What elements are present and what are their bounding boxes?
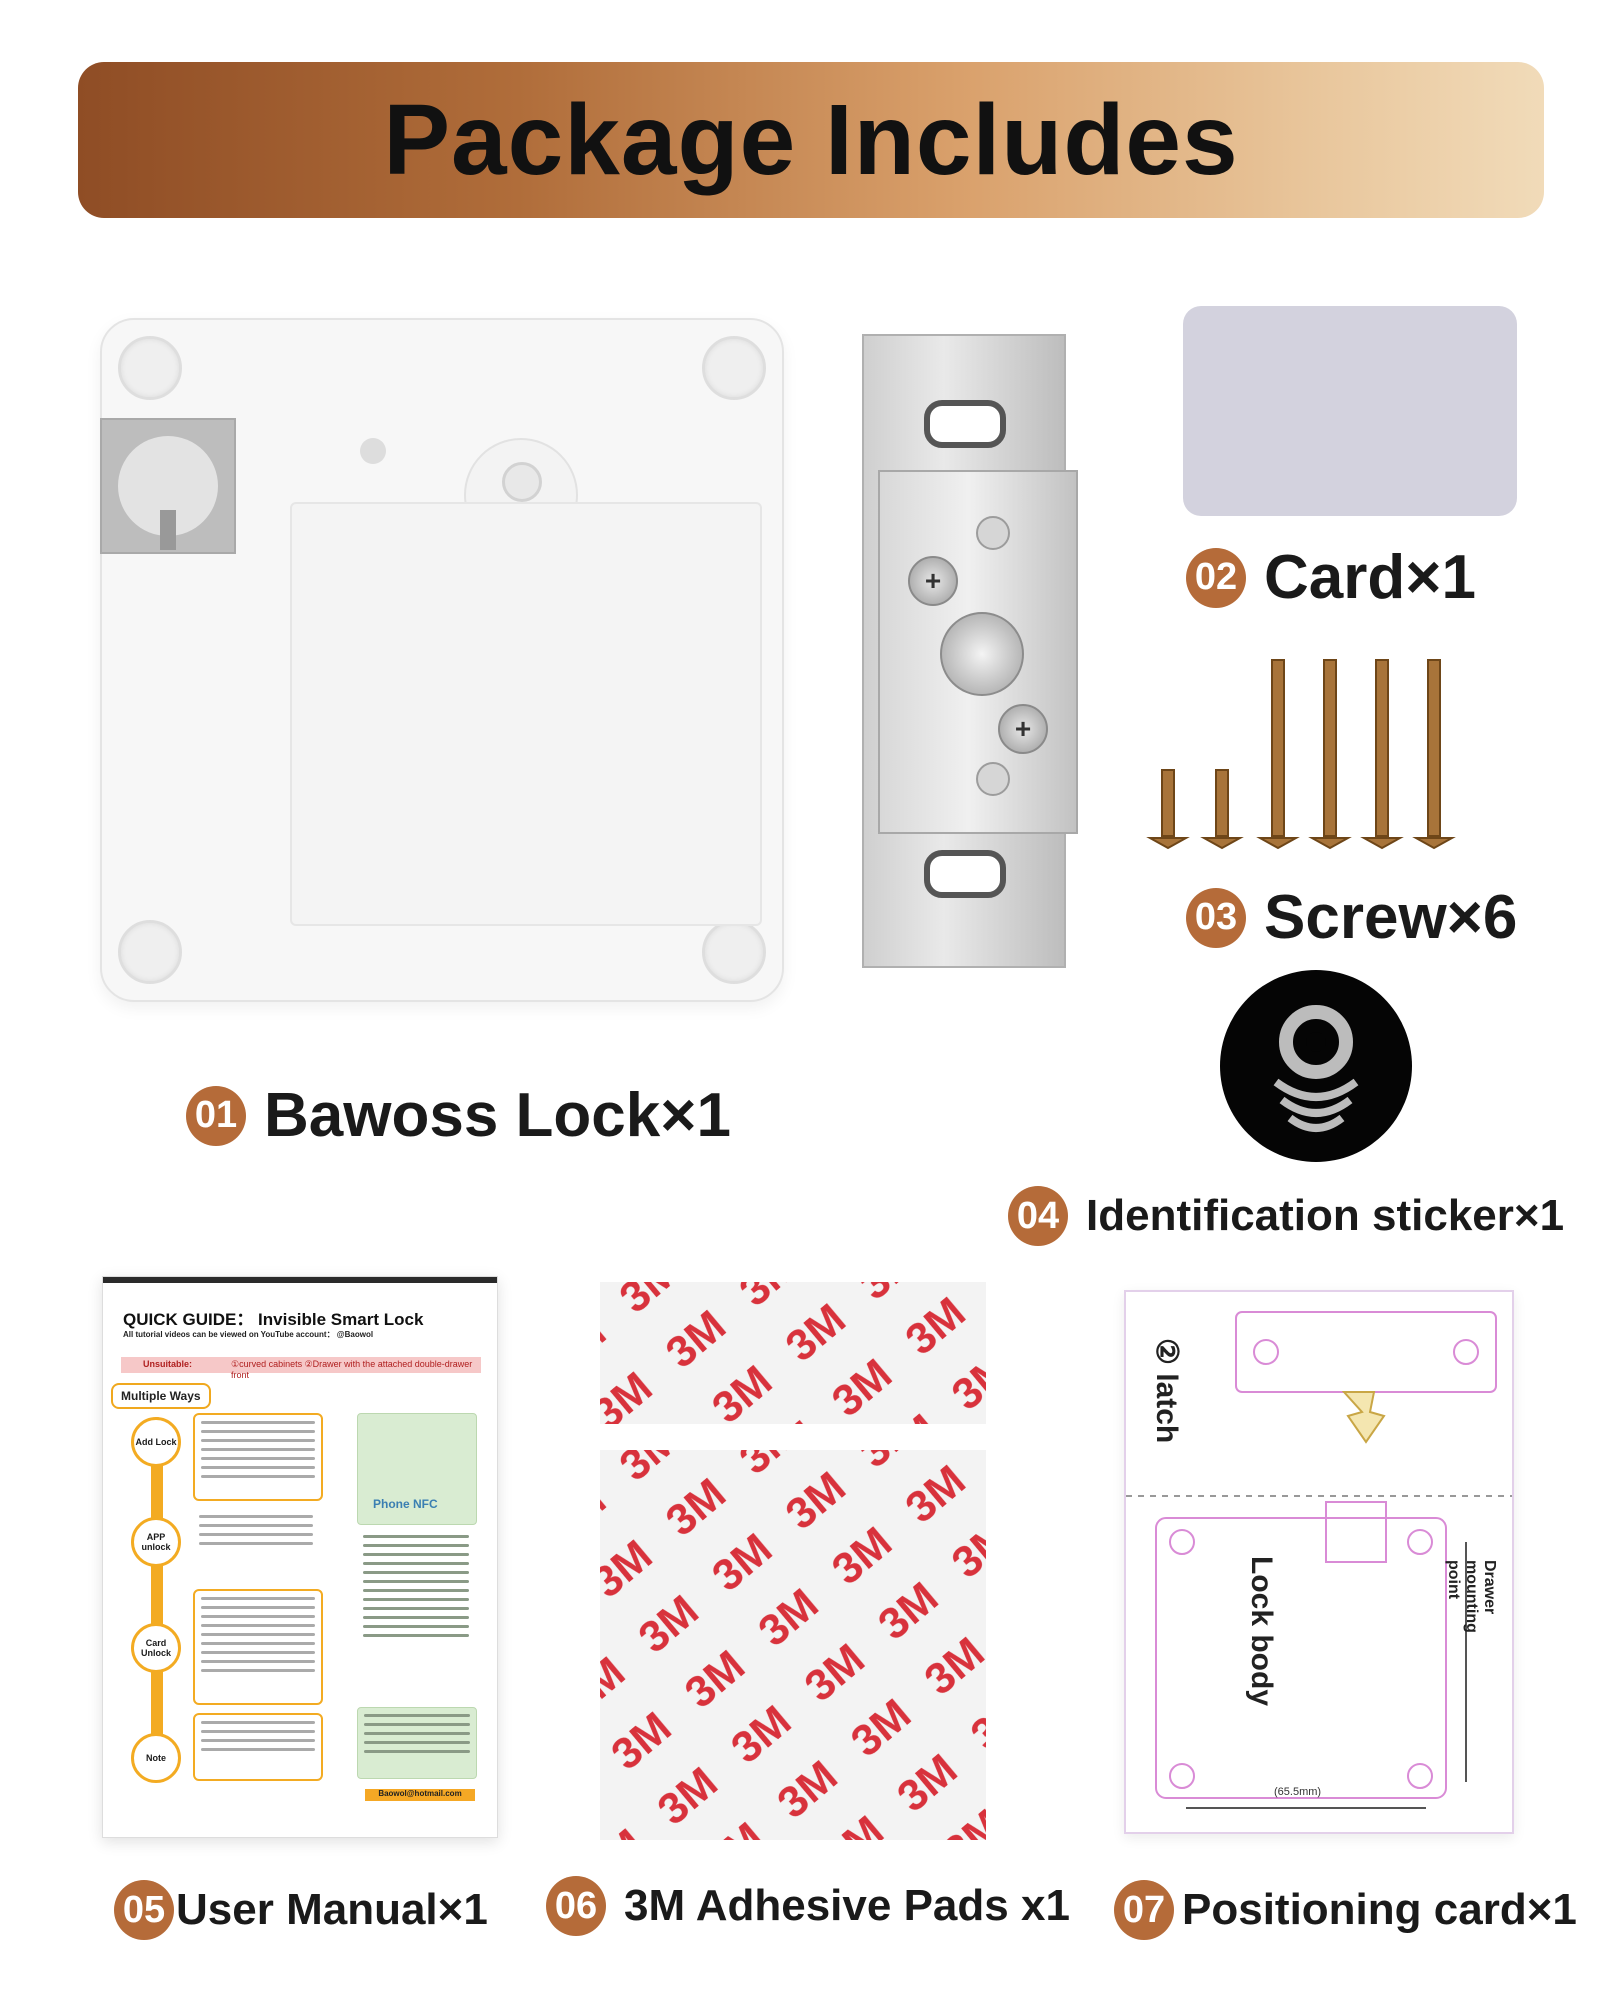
manual-email: Baowol@hotmail.com [365,1789,475,1801]
number-badge: 04 [1008,1186,1068,1246]
corner-hole [118,336,182,400]
manual-subtitle: All tutorial videos can be viewed on You… [123,1330,374,1339]
manual-title: QUICK GUIDE： Invisible Smart Lock [123,1310,424,1329]
number-badge: 05 [114,1880,174,1940]
mounting-point-label: Drawer mounting point [1445,1560,1498,1633]
battery-panel [290,502,762,926]
identification-sticker-image [1220,970,1412,1162]
latch-label: ② latch [1150,1338,1183,1444]
pad-pattern: 3M [600,1282,986,1424]
screw-long [1360,659,1404,850]
manual-step: Add Lock [131,1417,181,1467]
template-drawing [1126,1311,1512,1809]
screw-short [1200,769,1244,850]
number-badge: 03 [1186,887,1246,948]
screw-long [1256,659,1300,850]
manual-phone-nfc: Phone NFC [373,1497,438,1511]
corner-hole [702,336,766,400]
latch-pin [940,612,1024,696]
screw-long [1308,659,1352,850]
item-label-positioning: 07 Positioning card×1 [1114,1880,1577,1940]
number-badge: 01 [186,1085,246,1146]
nfc-wave-icon [1273,1005,1359,1132]
pad-pattern [600,1450,986,1840]
screw-head-icon: + [908,556,958,606]
manual-warning: Unsuitable: ①curved cabinets ②Drawer wit… [121,1357,481,1380]
manual-step: Note [131,1733,181,1783]
screw-head-icon: + [998,704,1048,754]
indicator-dot [360,438,386,464]
lock-body-label: Lock body [1245,1556,1278,1707]
dimension-label: (65.5mm) [1274,1786,1322,1798]
mount-slot [924,400,1006,448]
title-banner: Package Includes [78,62,1544,218]
access-card-image [1183,306,1517,516]
number-badge: 07 [1114,1880,1174,1940]
lock-knob [100,418,236,554]
screw-long [1412,659,1456,850]
manual-step: Card Unlock [131,1623,181,1673]
manual-ways-label: Multiple Ways [111,1383,211,1409]
item-label-manual: 05 User Manual×1 [114,1880,488,1940]
mount-slot [924,850,1006,898]
number-badge: 06 [546,1876,606,1936]
adhesive-pad-sheet: 3M [600,1282,986,1424]
lock-plate-image [100,318,784,1002]
screw-short [1146,769,1190,850]
corner-hole [702,920,766,984]
item-label-screw: 03 Screw×6 [1186,882,1517,953]
user-manual-image: QUICK GUIDE： Invisible Smart Lock All tu… [102,1276,498,1838]
adhesive-pad-sheet [600,1450,986,1840]
item-label-sticker: 04 Identification sticker×1 [1008,1186,1564,1246]
screws-image [1146,659,1456,850]
latch-body: + + [878,470,1078,834]
manual-step: APP unlock [131,1517,181,1567]
number-badge: 02 [1186,547,1246,608]
item-label-card: 02 Card×1 [1186,542,1476,613]
item-label-pads: 06 3M Adhesive Pads x1 [546,1876,1070,1936]
item-label-lock: 01 Bawoss Lock×1 [186,1080,731,1151]
positioning-card-image: ② latch Lock body Drawer mounting point … [1124,1290,1514,1834]
mount-screw-hole [502,462,542,502]
corner-hole [118,920,182,984]
page-title: Package Includes [383,83,1239,196]
